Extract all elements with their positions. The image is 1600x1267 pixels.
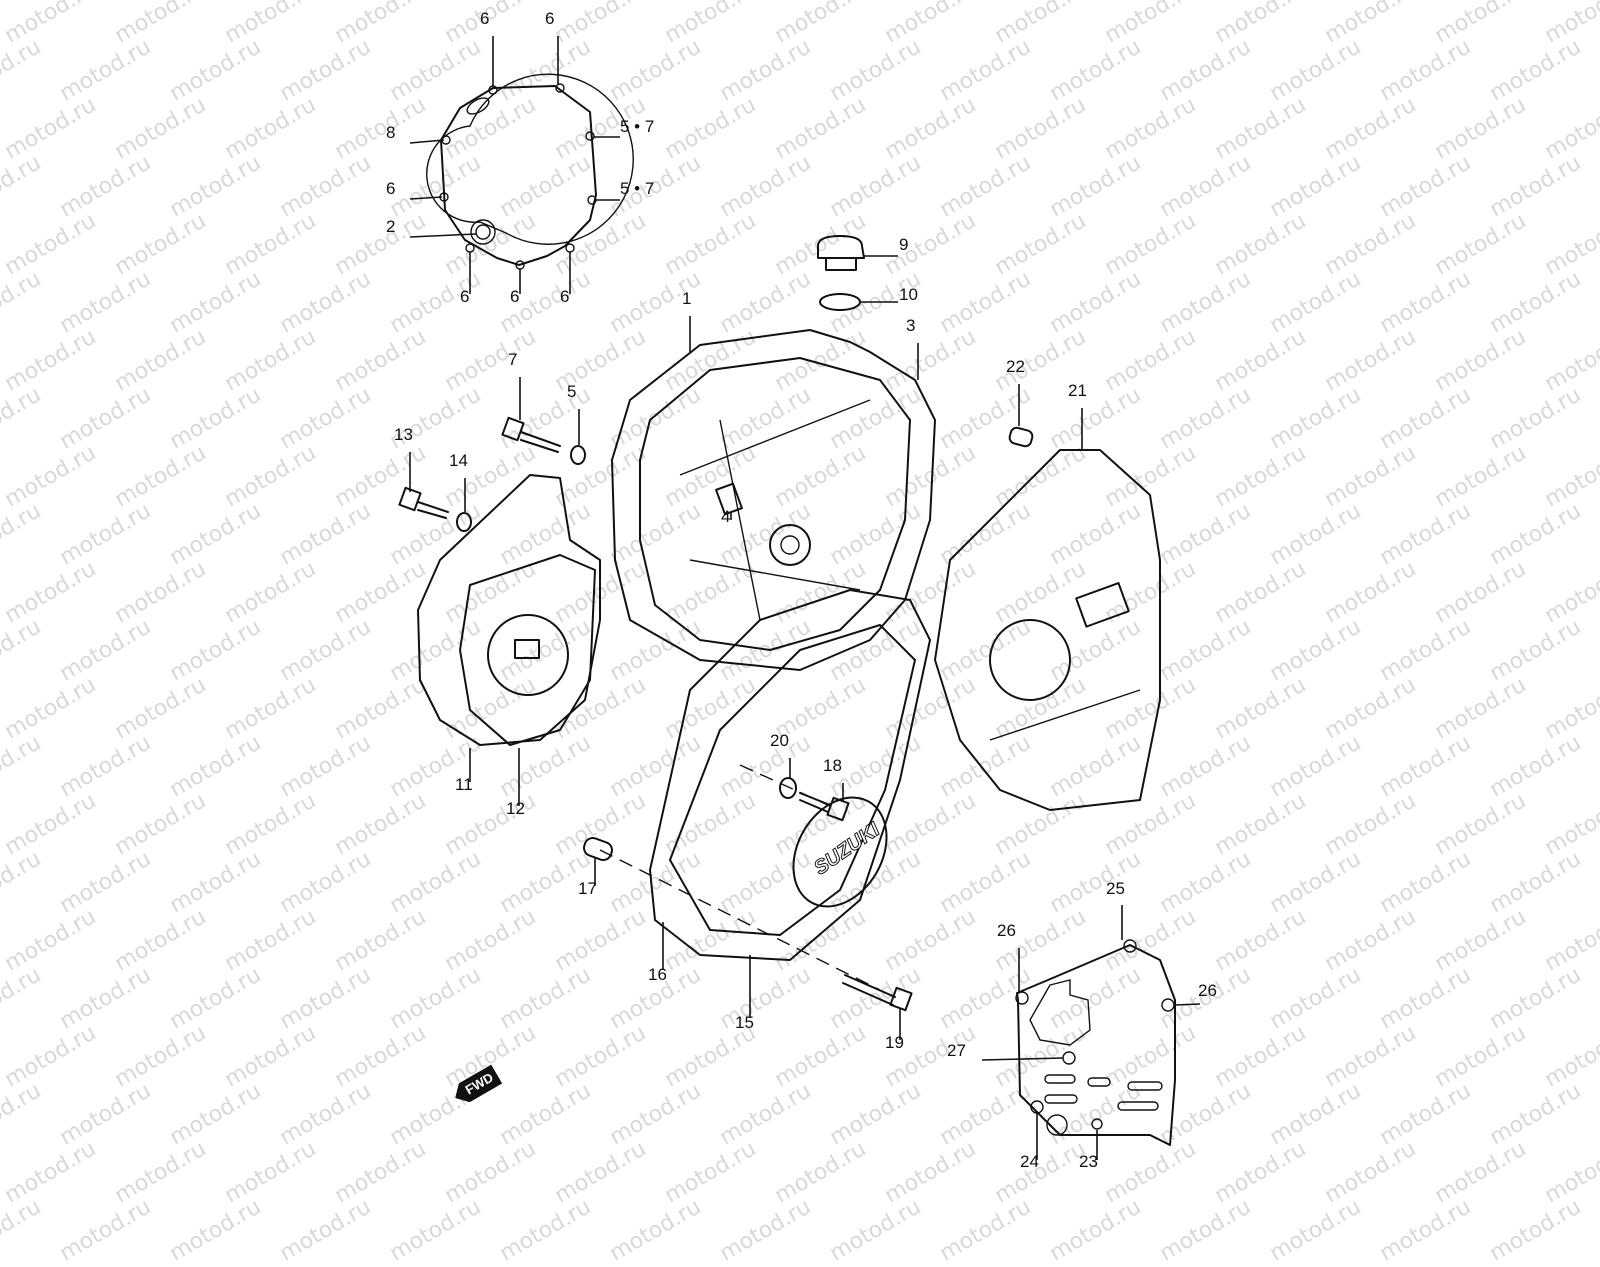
part-callout-label: 10: [899, 285, 918, 304]
watermark-text: motod.ru: [275, 1194, 376, 1267]
part-callout-label: 6: [480, 9, 490, 28]
part-callout-label: 13: [394, 425, 413, 444]
watermark-text: motod.ru: [495, 1194, 596, 1267]
part-callout-label: 26: [997, 921, 1016, 940]
part-callout-label: 2: [386, 217, 396, 236]
part-callout-label: 6: [560, 287, 570, 306]
part-callout-label: 6: [545, 9, 555, 28]
clutch-cover: [611, 316, 936, 671]
leader-lines-top: [409, 36, 620, 294]
part-callout-label: 6: [460, 287, 470, 306]
part-callout-label: 4: [721, 507, 731, 526]
part-callout-label: 18: [823, 756, 842, 775]
part-callout-label: 5 • 7: [620, 179, 655, 198]
bolts-left: [398, 377, 586, 532]
part-callout-label: 25: [1106, 879, 1125, 898]
watermark-text: motod.ru: [385, 1194, 486, 1267]
oil-filler-cap: [817, 235, 898, 271]
part-callout-label: 3: [906, 316, 916, 335]
o-ring: [819, 293, 898, 311]
watermark-text: motod.ru: [605, 1194, 706, 1267]
watermark-text: motod.ru: [1595, 1194, 1600, 1267]
watermark-text: motod.ru: [935, 1194, 1036, 1267]
part-callout-label: 6: [510, 287, 520, 306]
clutch-cover-gasket: [426, 73, 634, 270]
watermark-text: motod.ru: [1375, 1194, 1476, 1267]
sprocket-cover-plate: [981, 905, 1201, 1160]
starter-cover: [417, 474, 601, 806]
part-callout-label: 5 • 7: [620, 117, 655, 136]
part-callout-label: 11: [455, 775, 473, 794]
part-callout-label: 1: [682, 289, 692, 308]
part-callout-label: 17: [578, 879, 597, 898]
watermark-text: motod.ru: [825, 1194, 926, 1267]
part-callout-label: 6: [386, 179, 396, 198]
watermark-text: motod.ru: [0, 1194, 46, 1267]
watermark-text: motod.ru: [165, 1194, 266, 1267]
watermark-text: motod.ru: [55, 1194, 156, 1267]
part-callout-label: 19: [885, 1033, 904, 1052]
part-callout-label: 23: [1079, 1152, 1098, 1171]
watermark-text: motod.ru: [715, 1194, 816, 1267]
part-callout-label: 7: [508, 350, 518, 369]
part-callout-label: 27: [947, 1041, 966, 1060]
part-callout-label: 8: [386, 123, 396, 142]
bolts-center: [583, 758, 913, 1040]
generator-cover: [599, 589, 931, 1018]
part-callout-label: 14: [449, 451, 468, 470]
part-callout-label: 20: [770, 731, 789, 750]
part-callout-label: 21: [1068, 381, 1087, 400]
watermark-text: motod.ru: [1045, 1194, 1146, 1267]
diagram-drawing: [398, 36, 1201, 1160]
generator-cover-right: [934, 384, 1161, 811]
part-callout-label: 24: [1020, 1152, 1039, 1171]
watermark-text: motod.ru: [1155, 1194, 1256, 1267]
part-callout-label: 9: [899, 235, 909, 254]
watermark-text: motod.ru: [1265, 1194, 1366, 1267]
part-callout-label: 5: [567, 382, 577, 401]
part-callout-label: 12: [506, 799, 525, 818]
part-callout-label: 15: [735, 1013, 754, 1032]
part-callout-label: 22: [1006, 357, 1025, 376]
part-callout-label: 16: [648, 965, 667, 984]
watermark-text: motod.ru: [1485, 1194, 1586, 1267]
part-callout-label: 26: [1198, 981, 1217, 1000]
